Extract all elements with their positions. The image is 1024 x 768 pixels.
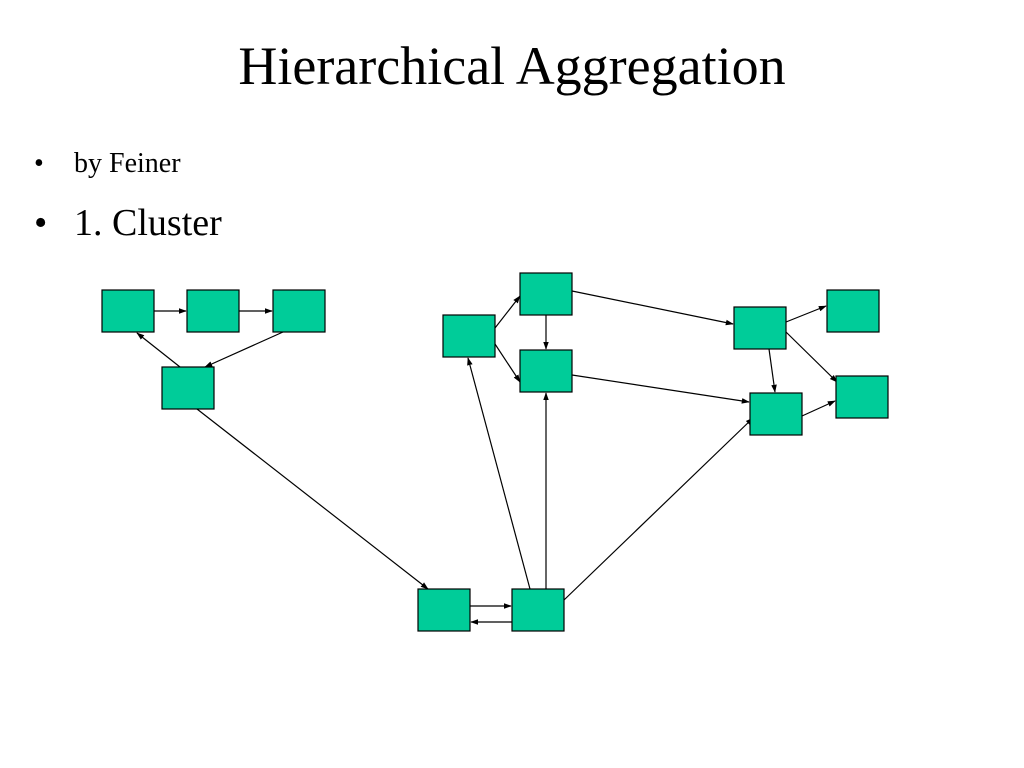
graph-node-r2: [826, 289, 880, 333]
bullet-text: 1. Cluster: [74, 202, 222, 244]
graph-edge-arrow: [494, 295, 521, 329]
graph-node-a3: [272, 289, 326, 333]
graph-node-r4: [835, 375, 889, 419]
graph-node-b2: [511, 588, 565, 632]
graph-edge-arrow: [768, 348, 777, 393]
graph-edge-arrow: [801, 400, 836, 417]
graph-edge-arrow: [571, 374, 750, 404]
graph-node-a1: [101, 289, 155, 333]
graph-edge-arrow: [136, 332, 181, 368]
graph-edge-arrow: [196, 408, 429, 590]
graph-nodes: [101, 272, 889, 632]
graph-edge-arrow: [467, 357, 531, 590]
graph-node-a2: [186, 289, 240, 333]
graph-edge-arrow: [494, 343, 521, 383]
graph-node-b1: [417, 588, 471, 632]
graph-edges: [136, 290, 838, 625]
bullet-text: by Feiner: [74, 148, 181, 179]
graph-node-r1: [733, 306, 787, 350]
graph-edge-arrow: [563, 417, 754, 601]
graph-edge-arrow: [204, 331, 284, 368]
slide-title: Hierarchical Aggregation: [238, 36, 786, 96]
graph-node-a4: [161, 366, 215, 410]
graph-edge-arrow: [571, 290, 734, 326]
bullet-dot-icon: •: [34, 202, 48, 244]
graph-node-m3: [519, 349, 573, 393]
graph-edge-arrow: [785, 305, 827, 323]
graph-node-r3: [749, 392, 803, 436]
graph-node-m1: [519, 272, 573, 316]
graph-edge-arrow: [785, 331, 838, 383]
graph-node-m2: [442, 314, 496, 358]
bullet-dot-icon: •: [34, 148, 44, 179]
